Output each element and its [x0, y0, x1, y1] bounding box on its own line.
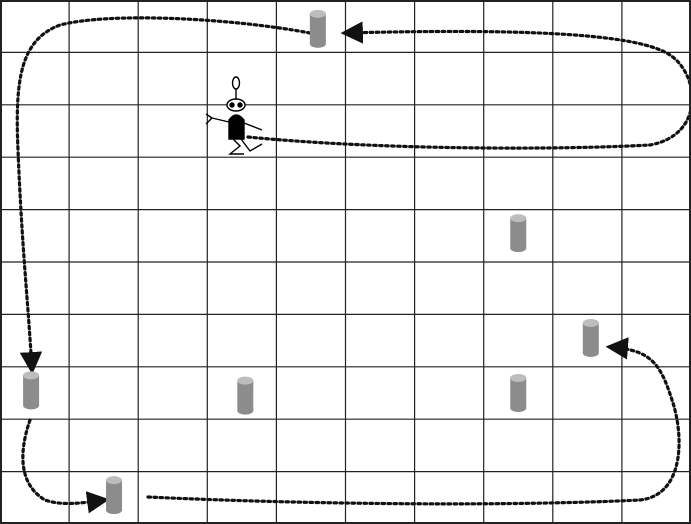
- robot-eye-left-icon: [230, 103, 234, 107]
- cylinder-body: [510, 378, 526, 408]
- cylinder-top: [23, 371, 39, 379]
- cylinder-obstacle-icon: [106, 476, 122, 514]
- cylinder-obstacle-icon: [23, 371, 39, 409]
- robot-eye-right-icon: [238, 103, 242, 107]
- cylinder-body: [583, 323, 599, 353]
- cylinder-top: [510, 214, 526, 222]
- cylinder-obstacle-icon: [237, 377, 253, 415]
- robot-body-icon: [229, 115, 244, 139]
- cylinder-body: [237, 381, 253, 411]
- cylinder-body: [310, 14, 326, 44]
- cylinder-obstacle-icon: [310, 10, 326, 48]
- cylinder-obstacle-icon: [510, 374, 526, 412]
- cylinder-body: [510, 218, 526, 248]
- cylinder-body: [23, 375, 39, 405]
- cylinder-top: [237, 377, 253, 385]
- cylinder-top: [583, 319, 599, 327]
- cylinder-body: [106, 480, 122, 510]
- cylinder-obstacle-icon: [510, 214, 526, 252]
- cylinder-obstacle-icon: [583, 319, 599, 357]
- cylinder-top: [106, 476, 122, 484]
- cylinder-top: [510, 374, 526, 382]
- cylinder-top: [310, 10, 326, 18]
- robot-antenna-icon: [233, 77, 240, 89]
